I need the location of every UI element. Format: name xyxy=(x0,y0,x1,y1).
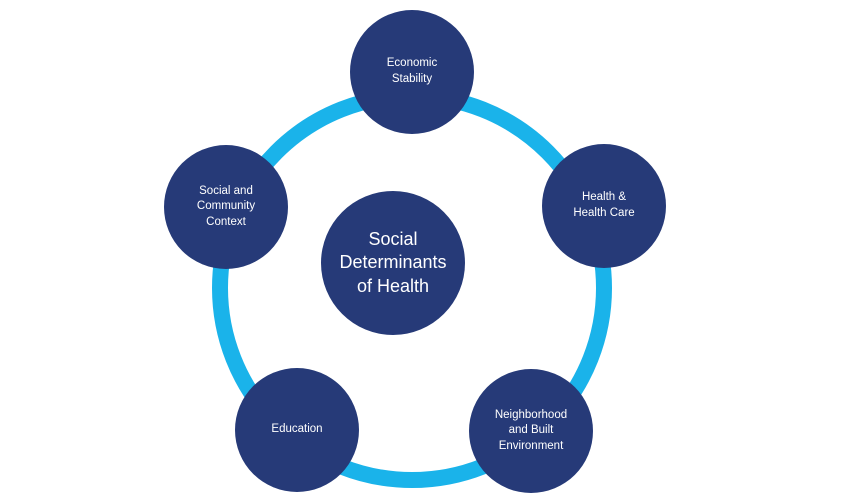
node-neighborhood-built-environment: Neighborhood and Built Environment xyxy=(469,369,593,493)
center-node: Social Determinants of Health xyxy=(321,191,465,335)
node-health-care: Health & Health Care xyxy=(542,144,666,268)
node-label-health-care: Health & Health Care xyxy=(573,191,635,219)
node-education: Education xyxy=(235,368,359,492)
node-label-economic-stability: Economic Stability xyxy=(386,57,438,85)
node-label-social-community: Social and Community Context xyxy=(196,184,256,228)
node-label-neighborhood: Neighborhood and Built Environment xyxy=(494,408,568,452)
node-social-community-context: Social and Community Context xyxy=(164,145,288,269)
node-economic-stability: Economic Stability xyxy=(350,10,474,134)
center-label: Social Determinants of Health xyxy=(339,228,447,296)
node-label-education: Education xyxy=(271,423,323,436)
